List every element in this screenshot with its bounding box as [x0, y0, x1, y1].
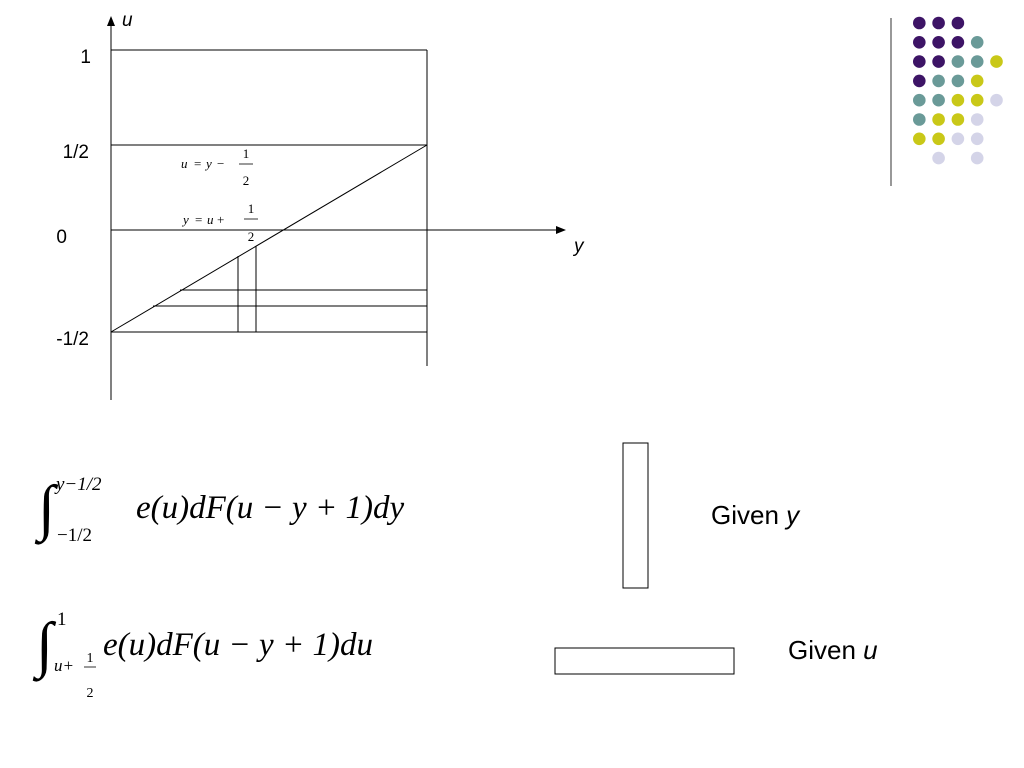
decorative-dot	[913, 55, 926, 68]
u-axis-label: u	[122, 10, 133, 31]
caption-given-y: Given y	[711, 500, 800, 530]
decorative-dot-grid	[913, 16, 1003, 165]
formula-integral-dy: ∫ y−1/2 −1/2 e(u)dF(u − y + 1)dy	[34, 474, 404, 546]
decorative-dot	[932, 151, 945, 165]
tick-label-neg-half: -1/2	[56, 329, 89, 350]
decorative-dot	[951, 16, 965, 30]
decorative-dot	[970, 93, 984, 107]
decorative-dot	[970, 74, 984, 88]
diagonal-line	[110, 144, 428, 333]
equation-u-equals-y-minus-half: u = y − 1 2	[181, 146, 253, 188]
decorative-dot	[932, 113, 945, 126]
decorative-dot	[990, 55, 1003, 68]
formula1-lower-limit: −1/2	[57, 525, 92, 546]
decorative-dot	[970, 36, 984, 49]
caption-given-u: Given u	[788, 635, 878, 665]
integral-sign: ∫	[34, 474, 59, 545]
decorative-dot	[951, 113, 965, 126]
formula1-body: e(u)dF(u − y + 1)dy	[136, 490, 404, 526]
tick-label-half: 1/2	[63, 142, 89, 163]
y-axis-label: y	[572, 236, 585, 257]
decorative-dot	[932, 36, 945, 49]
decorative-dot	[951, 36, 965, 49]
formula1-upper-limit: y−1/2	[54, 474, 102, 495]
decorative-dot	[932, 132, 945, 146]
formula-integral-du: ∫ 1 u+ 1 2 e(u)dF(u − y + 1)du	[32, 609, 373, 701]
decorative-dot	[951, 93, 965, 107]
tick-label-1: 1	[80, 47, 91, 68]
decorative-dot	[932, 74, 945, 88]
decorative-dot	[913, 16, 926, 30]
formula2-lower-limit-num: 1	[87, 651, 94, 666]
decorative-dot	[970, 113, 984, 126]
vertical-strip-rectangle	[622, 442, 649, 589]
decorative-dot	[913, 74, 926, 88]
region-graph	[107, 16, 566, 400]
decorative-dot	[951, 74, 965, 88]
tick-label-0: 0	[56, 227, 67, 248]
decorative-dot	[913, 132, 926, 146]
u-axis-arrowhead	[107, 16, 115, 26]
svg-text:=: =	[195, 212, 202, 227]
svg-text:u: u	[181, 156, 188, 171]
formula2-lower-limit-var: u+	[54, 656, 74, 675]
decorative-dot	[990, 93, 1003, 107]
svg-text:u: u	[207, 212, 214, 227]
svg-text:2: 2	[243, 173, 250, 188]
decorative-dot	[913, 113, 926, 126]
integral-sign: ∫	[32, 611, 57, 682]
svg-text:−: −	[217, 156, 224, 171]
formula2-upper-limit: 1	[57, 609, 67, 630]
horizontal-strip-rectangle	[554, 647, 735, 675]
svg-text:y: y	[181, 212, 189, 227]
svg-text:+: +	[217, 212, 224, 227]
decorative-dot	[970, 55, 984, 68]
decorative-dot	[913, 93, 926, 107]
svg-text:1: 1	[243, 146, 250, 161]
formula2-body: e(u)dF(u − y + 1)du	[103, 627, 373, 663]
svg-text:2: 2	[248, 229, 255, 244]
equation-y-equals-u-plus-half: y = u + 1 2	[181, 201, 258, 244]
formula2-lower-limit-den: 2	[87, 686, 94, 701]
decorative-dot	[932, 55, 945, 68]
decorative-dot	[932, 16, 945, 30]
decorative-dot	[970, 151, 984, 165]
decorative-dot	[970, 132, 984, 146]
decorative-dot	[951, 55, 965, 68]
decorative-dot	[913, 36, 926, 49]
svg-text:1: 1	[248, 201, 255, 216]
y-axis-arrowhead	[556, 226, 566, 234]
svg-text:=: =	[194, 156, 201, 171]
svg-text:y: y	[204, 156, 212, 171]
decorative-dot	[932, 93, 945, 107]
decorative-dot	[951, 132, 965, 146]
